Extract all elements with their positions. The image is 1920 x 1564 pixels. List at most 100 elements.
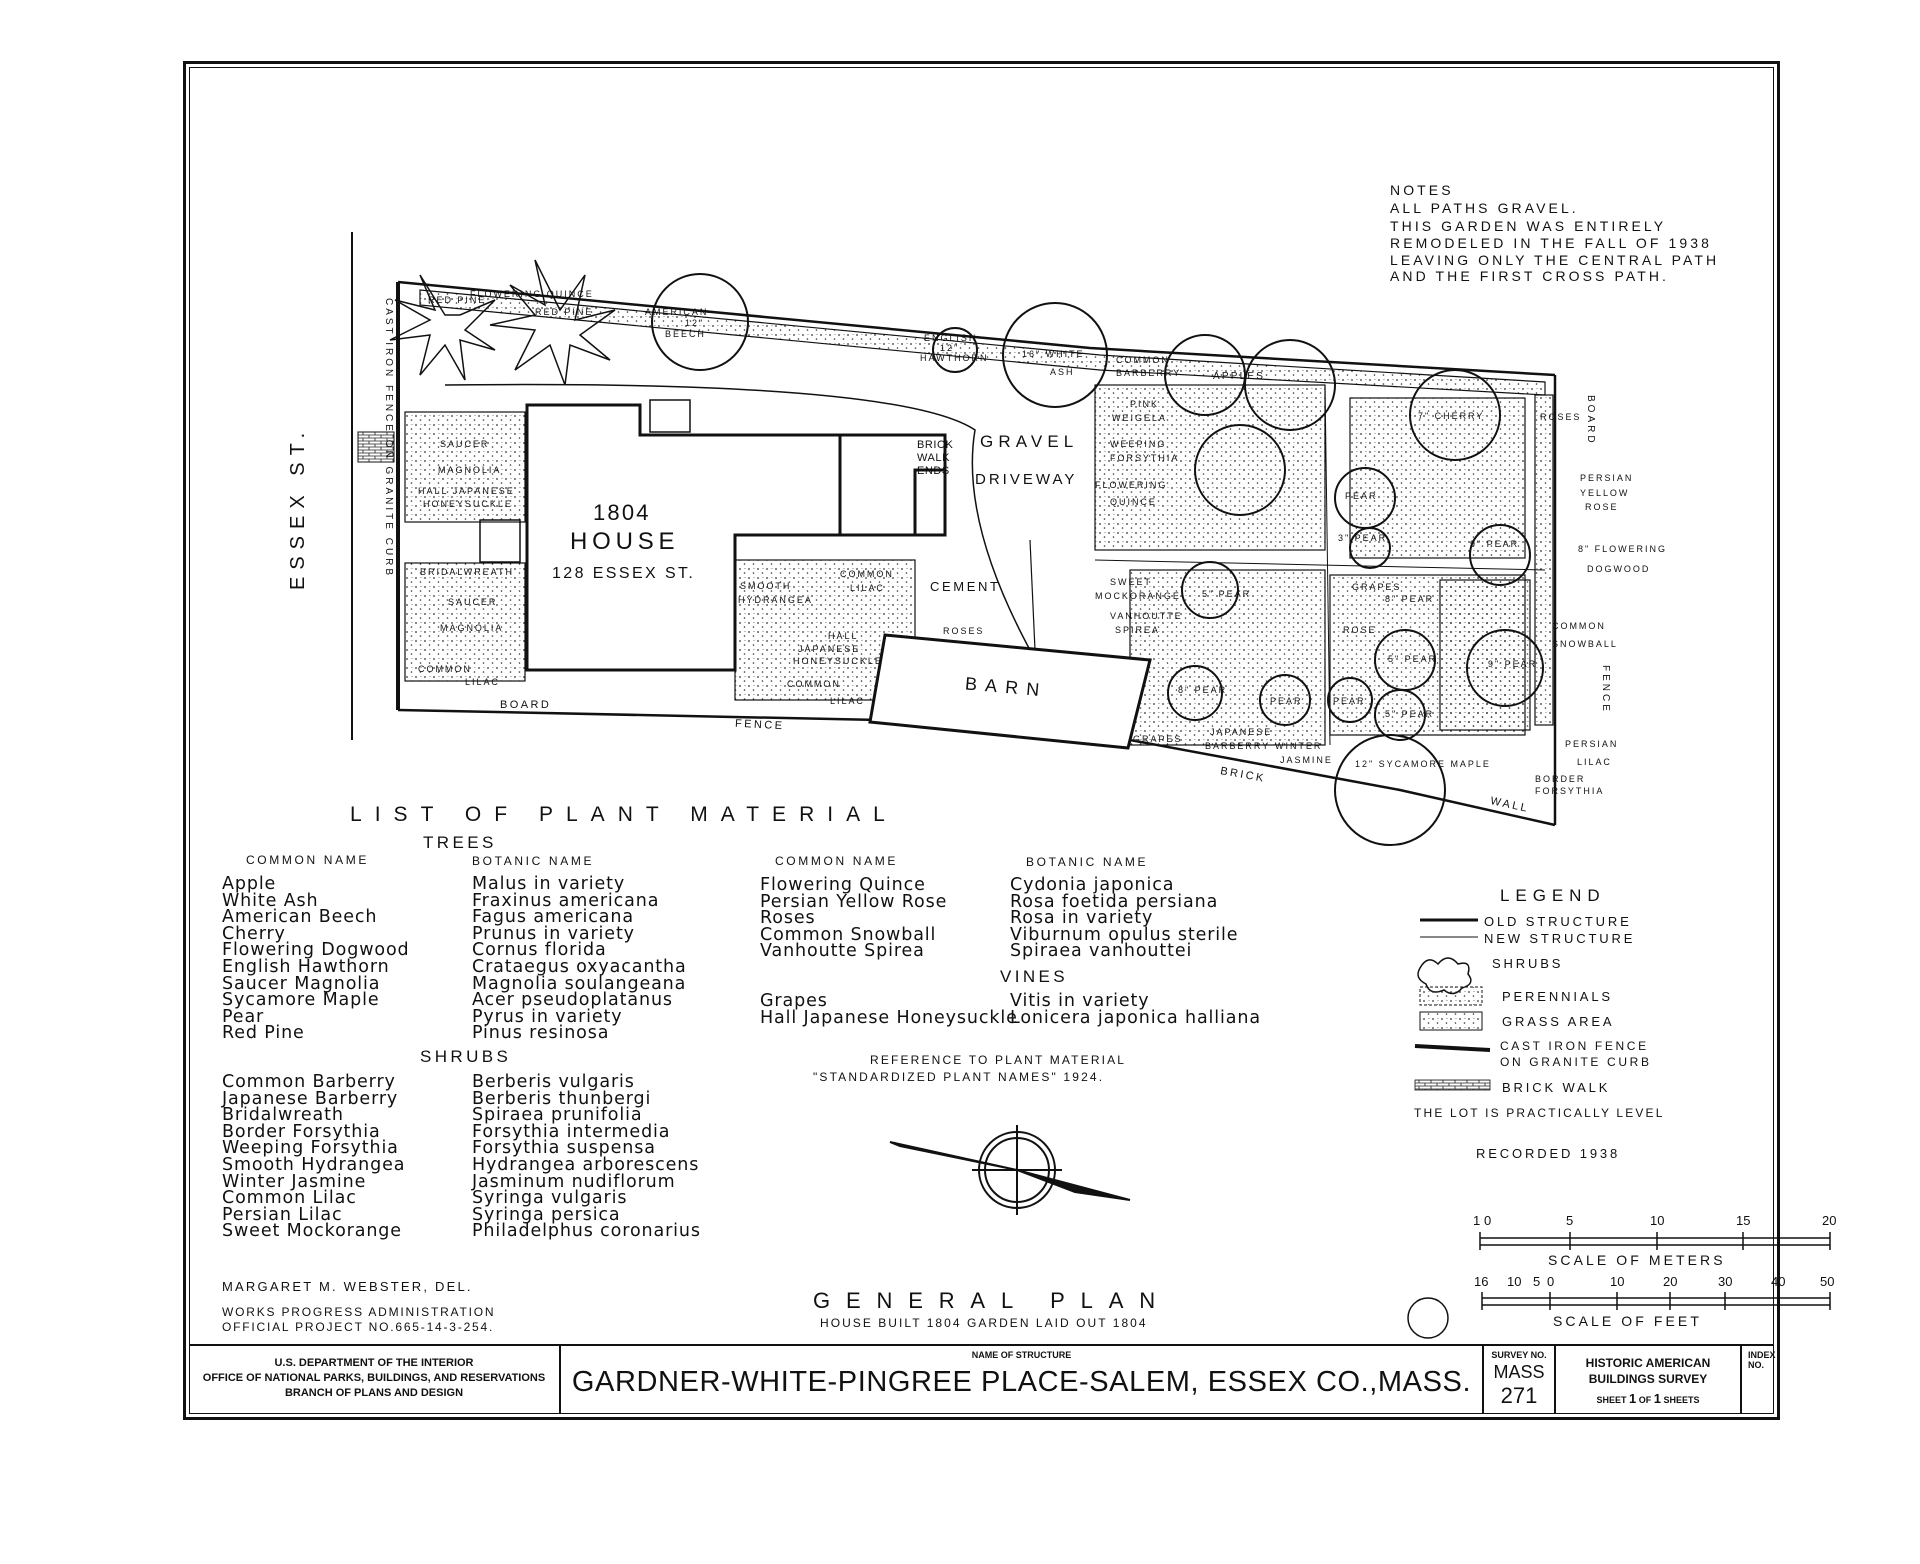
label-rose-mid: ROSE — [1343, 625, 1377, 635]
of-label: OF — [1638, 1395, 1652, 1405]
sheet-number: 1 — [1629, 1391, 1637, 1406]
legend-old-structure: OLD STRUCTURE — [1484, 914, 1632, 929]
garden-bed-nw — [1094, 384, 1326, 551]
plant-common-name: Common Snowball — [760, 924, 937, 945]
label-persian-lilac-2: LILAC — [1577, 757, 1612, 767]
label-pear-5in-3: 5" PEAR — [1385, 709, 1435, 719]
plant-list-title: LIST OF PLANT MATERIAL — [350, 803, 898, 826]
label-border-forsythia-2: FORSYTHIA — [1535, 786, 1605, 796]
fine-arts-stamp — [1407, 1297, 1449, 1339]
recorded-note: RECORDED 1938 — [1476, 1146, 1621, 1161]
label-japanese-barberry-1: JAPANESE — [1210, 727, 1273, 737]
scale-meters-label: SCALE OF METERS — [1548, 1252, 1726, 1268]
tree-apple-center — [1194, 424, 1286, 516]
label-red-pine-2: RED PINE — [535, 307, 594, 317]
legend-perennials-symbol — [1419, 986, 1483, 1006]
plant-botanic-name: Fagus americana — [472, 907, 634, 928]
tree-pear-10 — [1327, 677, 1373, 723]
dept-line-2: OFFICE OF NATIONAL PARKS, BUILDINGS, AND… — [202, 1372, 546, 1384]
plant-botanic-name: Spiraea vanhouttei — [1010, 941, 1193, 962]
label-winter-jasmine-2: JASMINE — [1280, 755, 1333, 765]
survey-label: SURVEY NO. — [1491, 1350, 1547, 1360]
house-label: HOUSE — [570, 528, 680, 555]
sheet-info: SHEET 1 OF 1 SHEETS — [1556, 1391, 1740, 1406]
house-steps — [649, 399, 691, 433]
label-flowering-dogwood-1: 8" FLOWERING — [1578, 544, 1667, 554]
scale-feet — [1481, 1292, 1831, 1310]
plant-common-name: Persian Lilac — [222, 1204, 343, 1225]
title-block-department: U.S. DEPARTMENT OF THE INTERIOR OFFICE O… — [189, 1346, 561, 1414]
label-flowering-quince-2: QUINCE — [1110, 497, 1157, 507]
label-common-lilac-2a: COMMON — [840, 569, 894, 579]
label-bridalwreath: BRIDALWREATH — [420, 567, 514, 577]
tree-pear-8 — [1167, 665, 1223, 721]
sheets-label: SHEETS — [1663, 1395, 1700, 1405]
label-flowering-quince-top: FLOWERING QUINCE — [470, 289, 594, 299]
plant-common-name: Saucer Magnolia — [222, 973, 381, 994]
sheet-total: 1 — [1653, 1391, 1661, 1406]
label-flowering-dogwood-2: DOGWOOD — [1587, 564, 1651, 574]
drawing-border — [183, 61, 1780, 1420]
label-hall-honeysuckle-2a: HALL — [828, 631, 859, 641]
tree-pear-9 — [1259, 674, 1311, 726]
plant-botanic-name: Lonicera japonica halliana — [1010, 1007, 1261, 1028]
legend-shrubs-symbol — [1417, 957, 1472, 995]
plant-botanic-name: Forsythia intermedia — [472, 1121, 671, 1142]
label-persian-yellow-rose-3: ROSE — [1585, 502, 1619, 512]
legend-grass-area: GRASS AREA — [1502, 1014, 1615, 1029]
driveway-edge-2 — [1029, 539, 1036, 651]
plant-common-name: Cherry — [222, 923, 286, 944]
plant-common-name: Bridalwreath — [222, 1105, 344, 1126]
plant-botanic-name: Jasminum nudiflorum — [472, 1171, 676, 1192]
label-common-lilac-1a: COMMON — [418, 664, 472, 674]
plant-common-name: English Hawthorn — [222, 957, 390, 977]
tree-pear-3 — [1469, 524, 1531, 586]
plant-botanic-name: Acer pseudoplatanus — [472, 990, 673, 1011]
label-common-barberry-1: COMMON — [1116, 355, 1170, 365]
scale-feet-tick-10a: 10 — [1507, 1274, 1522, 1289]
label-apples: APPLES — [1213, 371, 1266, 382]
scale-feet-tick-0: 0 — [1547, 1274, 1555, 1289]
label-border-forsythia-1: BORDER — [1535, 774, 1586, 784]
title-block: U.S. DEPARTMENT OF THE INTERIOR OFFICE O… — [189, 1344, 1776, 1414]
label-grapes-bottom: GRAPES — [1133, 734, 1183, 744]
plant-botanic-name: Pyrus in variety — [472, 1006, 623, 1027]
trees-heading: TREES — [423, 833, 497, 852]
habs-line-1: HISTORIC AMERICAN — [1585, 1356, 1711, 1370]
title-block-name: NAME OF STRUCTURE GARDNER-WHITE-PINGREE … — [561, 1346, 1484, 1414]
label-pink-weigela-2: WEIGELA — [1112, 413, 1167, 423]
plant-botanic-name: Cornus florida — [472, 940, 607, 961]
label-common-lilac-2b: LILAC — [850, 583, 885, 593]
right-col-common: COMMON NAME — [775, 854, 899, 868]
structure-name: GARDNER-WHITE-PINGREE PLACE-SALEM, ESSEX… — [571, 1366, 1472, 1398]
drawing-inner-border — [189, 67, 1774, 1414]
plant-common-name: Flowering Quince — [760, 875, 926, 895]
general-plan-title: GENERAL PLAN — [813, 1288, 1171, 1313]
cast-iron-fence-label: CAST IRON FENCE ON GRANITE CURB — [383, 298, 394, 579]
label-english-hawthorn-2: 12" — [940, 343, 960, 353]
tree-apples-2 — [1244, 339, 1336, 431]
label-pear-5in-2: 5" PEAR — [1388, 654, 1438, 664]
label-common-lilac-1b: LILAC — [465, 677, 500, 687]
plant-common-name: Sweet Mockorange — [222, 1221, 402, 1242]
plant-common-name: Border Forsythia — [222, 1121, 381, 1142]
driveway-label: DRIVEWAY — [975, 471, 1078, 488]
legend-perennials: PERENNIALS — [1502, 989, 1613, 1004]
scale-meters-tick-0: 0 — [1484, 1213, 1492, 1228]
cement-label: CEMENT — [930, 579, 1001, 594]
label-pear-5in-1: 5" PEAR — [1202, 589, 1252, 599]
label-common-snowball-2: SNOWBALL — [1552, 639, 1618, 649]
scale-meters — [1479, 1232, 1831, 1250]
plant-botanic-name: Syringa persica — [472, 1204, 621, 1225]
brick-walk-street — [357, 431, 395, 463]
legend-brick-walk: BRICK WALK — [1502, 1080, 1611, 1095]
plant-common-name: Common Lilac — [222, 1188, 357, 1209]
notes-line-4: LEAVING ONLY THE CENTRAL PATH — [1390, 252, 1720, 268]
tree-pear-7 — [1374, 689, 1426, 741]
label-vanhoutte-spirea-1: VANHOUTTE — [1110, 611, 1183, 621]
label-sycamore-maple: 12" SYCAMORE MAPLE — [1355, 759, 1491, 769]
plant-botanic-name: Viburnum opulus sterile — [1010, 924, 1239, 945]
notes-line-1: ALL PATHS GRAVEL. — [1390, 200, 1579, 216]
label-saucer-magnolia-2b: MAGNOLIA — [440, 623, 504, 633]
